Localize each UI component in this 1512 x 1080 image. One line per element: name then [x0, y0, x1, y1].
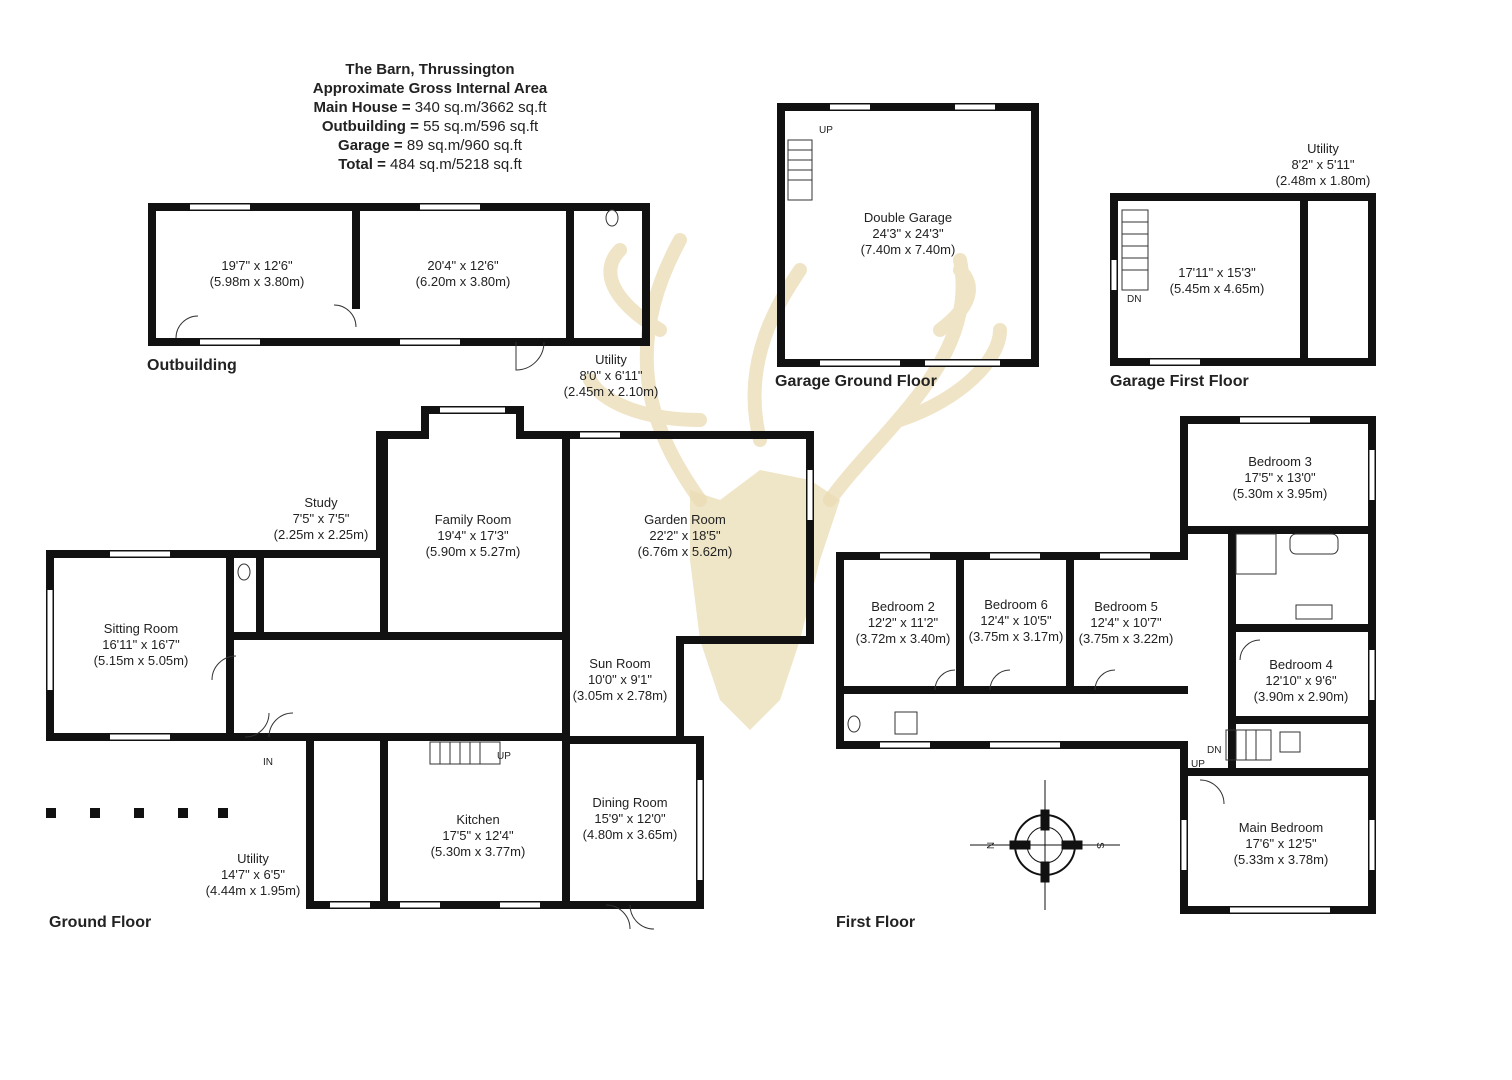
room-label-outbuilding-1: 19'7" x 12'6"(5.98m x 3.80m) [209, 258, 305, 289]
floor-label-garage-ground: Garage Ground Floor [775, 373, 937, 390]
bath-icon [1289, 533, 1339, 555]
property-title: The Barn, Thrussington [345, 61, 515, 78]
shower-icon [1279, 731, 1301, 753]
toilet-icon [605, 209, 619, 227]
compass-north-label: N [984, 841, 996, 850]
ground-floor-walls [46, 406, 814, 909]
floor-label-garage-first: Garage First Floor [1110, 373, 1249, 390]
floor-label-first: First Floor [836, 914, 916, 931]
compass-icon [970, 780, 1120, 910]
stair-down-marker: DN [1127, 294, 1142, 305]
stair-down-marker: DN [1207, 745, 1222, 756]
floor-label-ground: Ground Floor [49, 914, 152, 931]
garage-ground-walls [777, 103, 1039, 367]
outbuilding-walls [148, 203, 650, 346]
sink-icon [1295, 604, 1333, 620]
toilet-icon [847, 715, 861, 733]
room-label-garage-room: 17'11" x 15'3"(5.45m x 4.65m) [1169, 265, 1265, 296]
entrance-marker: IN [263, 757, 273, 768]
room-label-outbuilding-2: 20'4" x 12'6"(6.20m x 3.80m) [415, 258, 511, 289]
door-swing-icon [175, 304, 1261, 930]
area-summary: The Barn, Thrussington Approximate Gross… [240, 60, 620, 174]
shower-icon [894, 711, 918, 735]
stair-up-marker: UP [497, 751, 511, 762]
area-outbuilding: Outbuilding = 55 sq.m/596 sq.ft [321, 118, 539, 135]
compass-south-label: S [1093, 842, 1105, 849]
floor-label-outbuilding: Outbuilding [147, 357, 237, 374]
area-total: Total = 484 sq.m/5218 sq.ft [338, 156, 522, 173]
staircase-icon [429, 139, 1272, 765]
area-garage: Garage = 89 sq.m/960 sq.ft [338, 137, 522, 154]
shower-icon [1235, 533, 1277, 575]
toilet-icon [237, 563, 251, 581]
area-subtitle: Approximate Gross Internal Area [312, 80, 548, 97]
area-main-house: Main House = 340 sq.m/3662 sq.ft [313, 99, 547, 116]
stair-up-marker: UP [819, 125, 833, 136]
stair-up-marker: UP [1191, 759, 1205, 770]
